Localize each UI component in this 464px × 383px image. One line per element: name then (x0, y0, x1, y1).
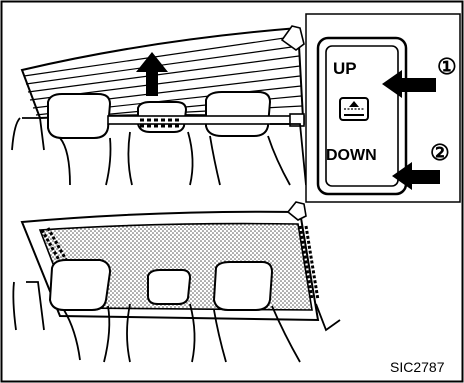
bottom-panel-raised-shade (13, 202, 340, 362)
switch-down-label[interactable]: DOWN (326, 147, 377, 164)
switch-up-label[interactable]: UP (333, 59, 357, 78)
switch-inset: UP DOWN ① ② (306, 14, 460, 202)
top-panel-retracted-shade (12, 26, 306, 185)
callout-up-number: ① (437, 54, 457, 79)
callout-down-number: ② (430, 140, 450, 165)
figure-code: SIC2787 (390, 359, 445, 375)
bottom-pillar-bracket (288, 202, 306, 220)
sunshade-switch-icon (340, 98, 368, 120)
